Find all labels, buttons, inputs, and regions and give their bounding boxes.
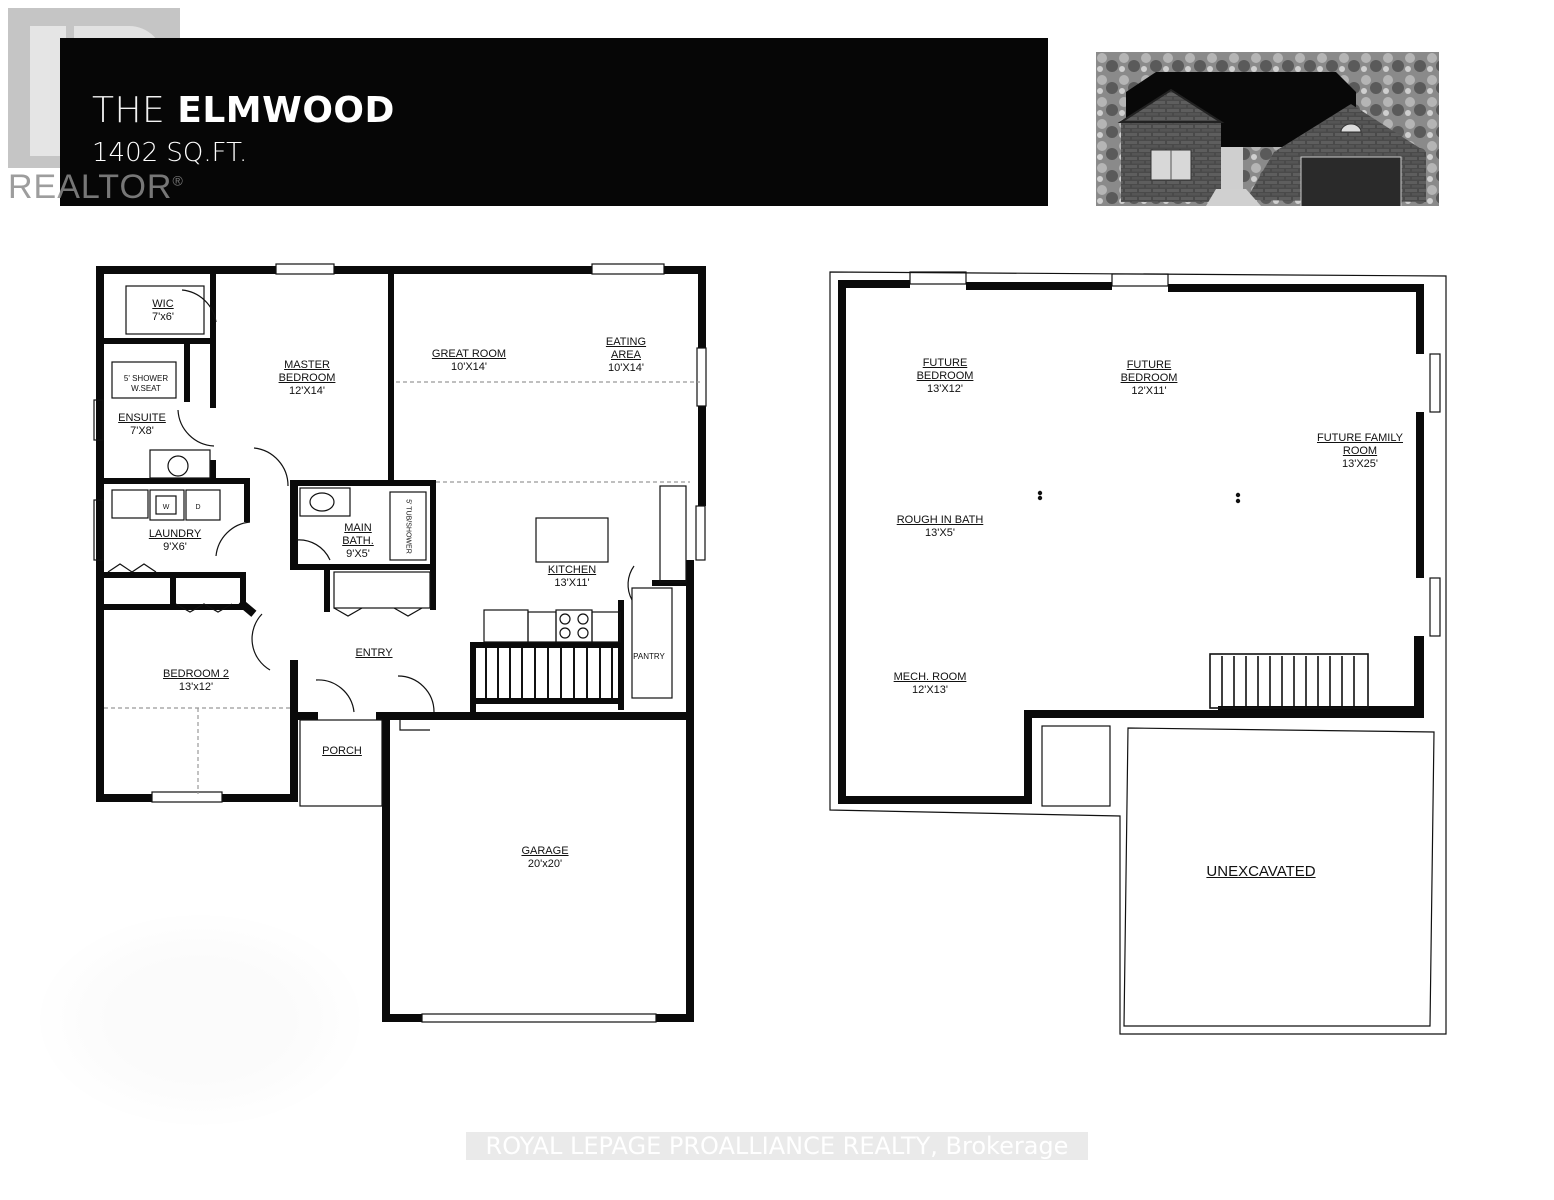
room-label-main-bath: MAIN BATH.9'X5' [342,522,374,560]
washer-label: W [162,504,170,511]
basement-floor-plan [829,271,1447,1035]
title-name: ELMWOOD [177,90,395,131]
support-post-icon [1037,490,1241,504]
room-label-pantry: PANTRY [633,652,665,661]
dryer-label: D [195,504,201,511]
scan-smudge [40,915,360,1125]
room-label-unexcavated: UNEXCAVATED [1206,863,1316,880]
room-label-porch: PORCH [322,745,362,757]
title-banner [60,38,1048,206]
realtor-watermark-text: REALTOR® [8,168,184,206]
square-footage: 1402 SQ.FT. [92,138,248,168]
house-elevation-image [1096,52,1439,206]
room-label-entry: ENTRY [355,647,393,659]
brokerage-watermark: ROYAL LEPAGE PROALLIANCE REALTY, Brokera… [466,1132,1088,1160]
page-title: THE ELMWOOD [92,90,395,131]
fixture-label-shower: 5' SHOWER W.SEAT [123,374,169,393]
main-floor-plan [93,263,707,1023]
title-prefix: THE [92,90,166,131]
